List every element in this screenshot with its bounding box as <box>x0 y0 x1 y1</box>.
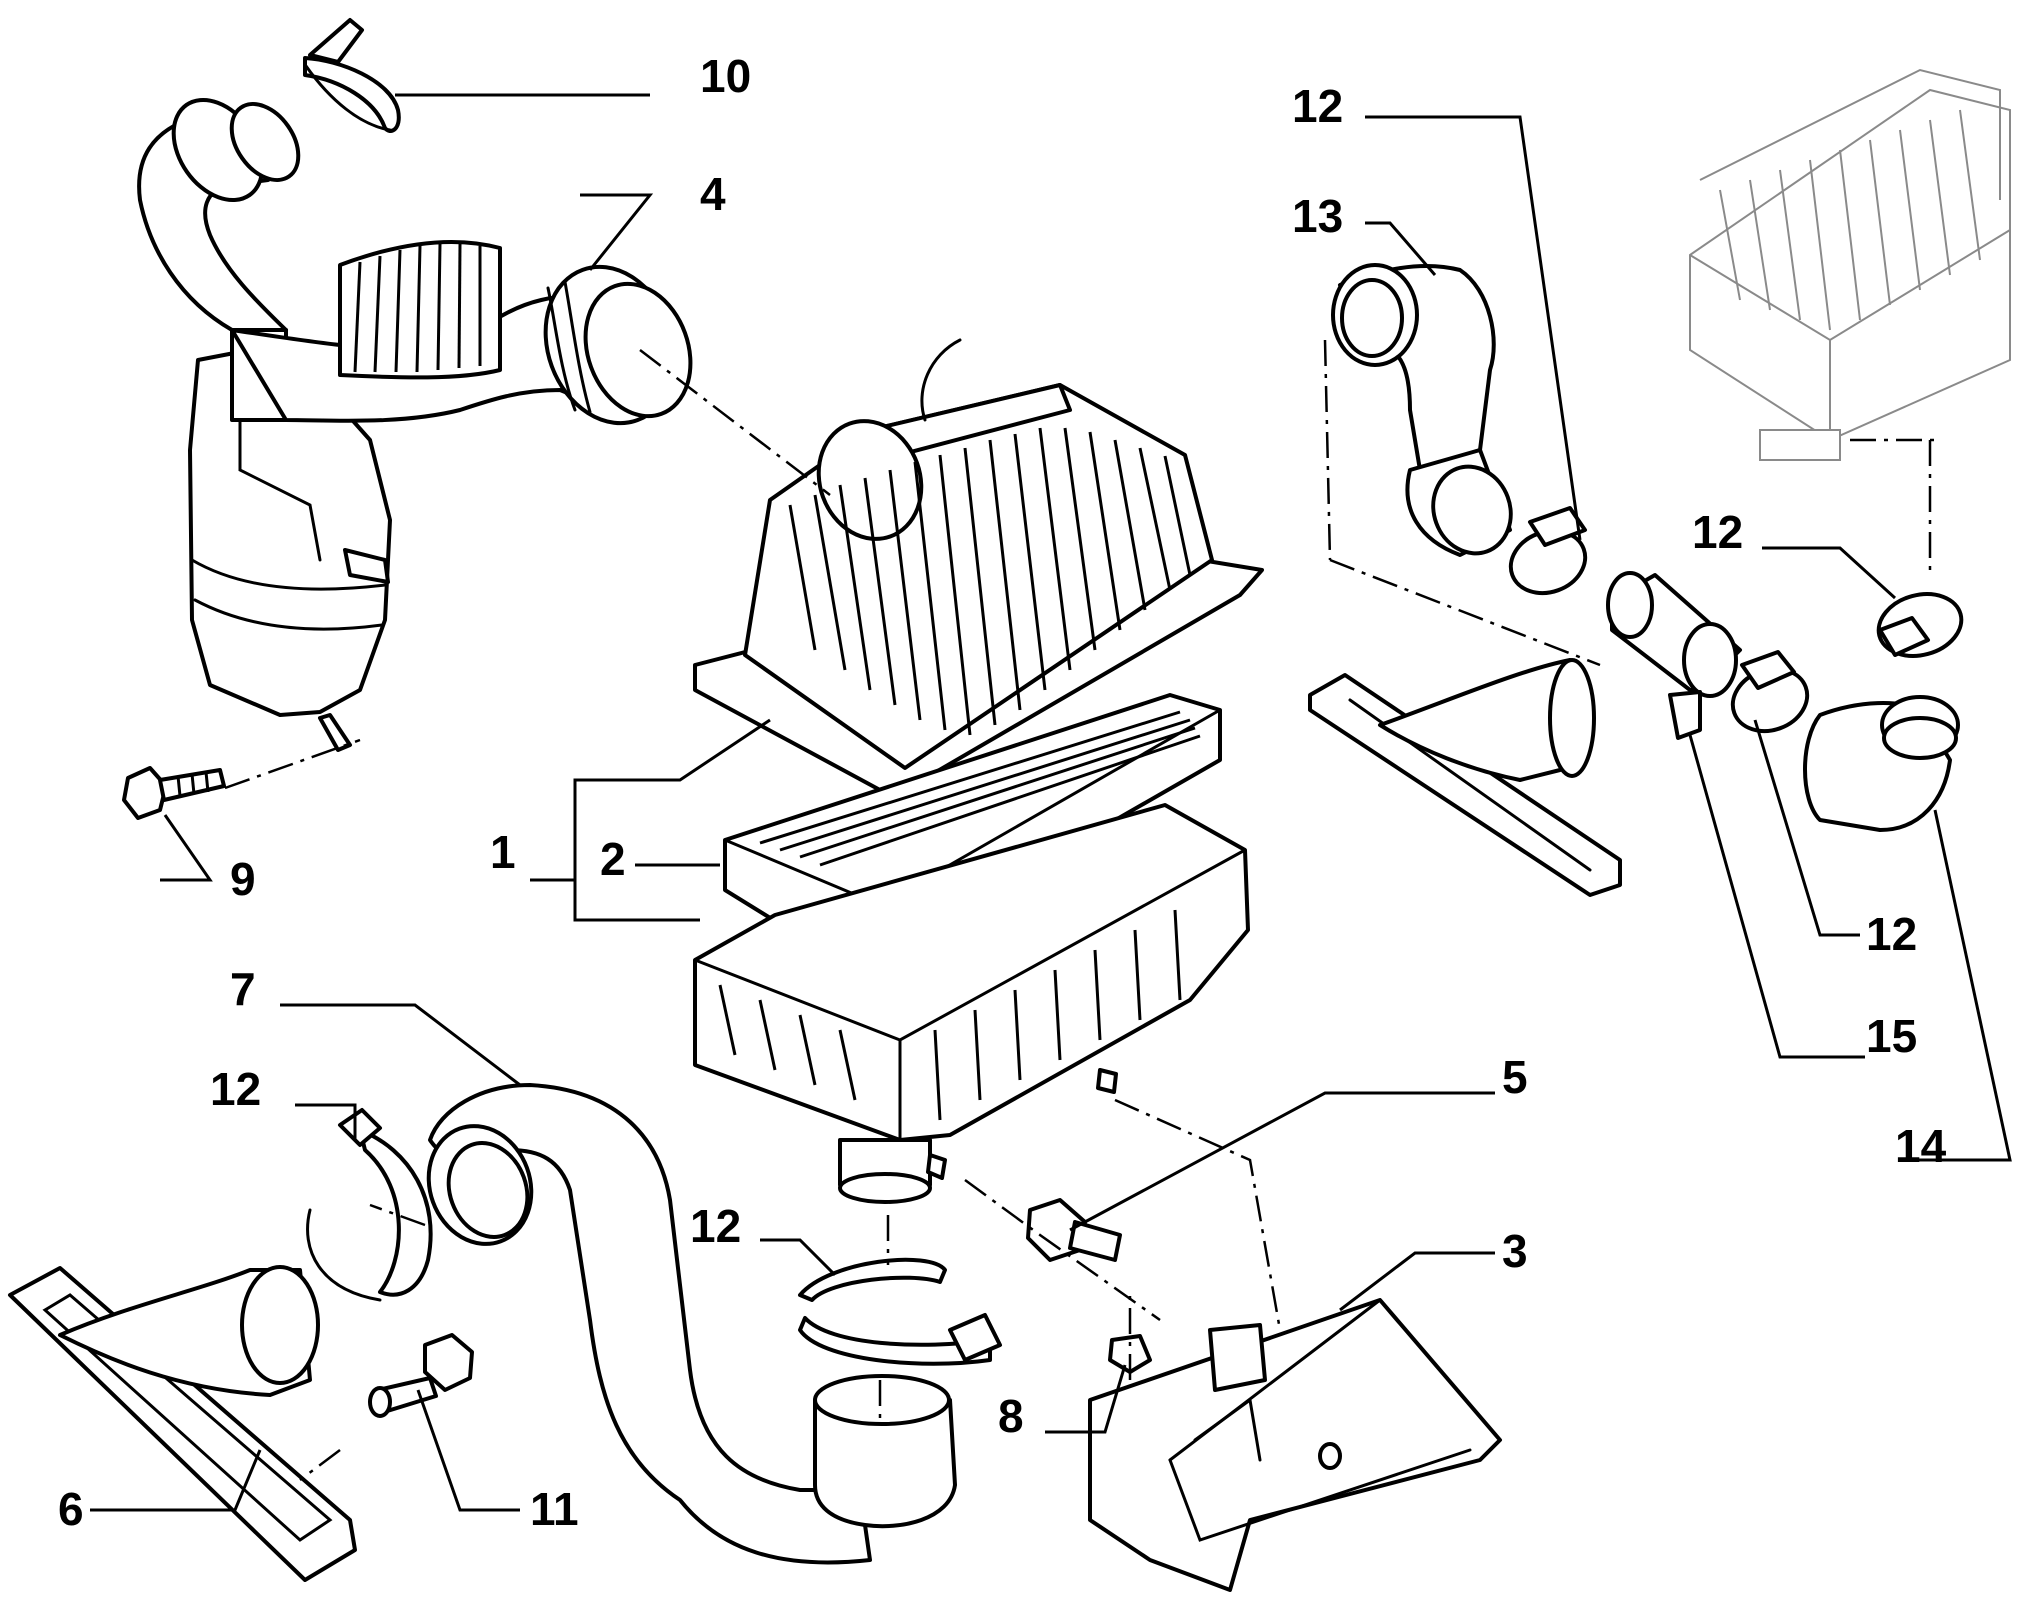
bellows-6 <box>8 1265 357 1582</box>
callout-13: 13 <box>1292 190 1343 242</box>
callout-12-right-lower: 12 <box>1866 908 1917 960</box>
callout-7: 7 <box>230 963 256 1015</box>
bellows-right <box>1308 658 1622 897</box>
elbow-hose-13 <box>1331 263 1513 557</box>
callout-12-bottom-center: 12 <box>690 1200 741 1252</box>
callout-numbers: 1 2 3 4 5 6 7 8 9 10 11 12 12 12 12 12 1… <box>58 50 1947 1535</box>
bolt-5 <box>1026 1198 1122 1262</box>
callout-12-top-right: 12 <box>1292 80 1343 132</box>
callout-5: 5 <box>1502 1051 1528 1103</box>
air-intake-hose <box>171 97 693 426</box>
callout-12-bottom-left: 12 <box>210 1063 261 1115</box>
callout-4: 4 <box>700 168 726 220</box>
callout-1: 1 <box>490 826 516 878</box>
bolt-9 <box>122 766 226 820</box>
air-flow-sensor-15 <box>1606 571 1742 740</box>
callout-14: 14 <box>1895 1120 1947 1172</box>
callout-15: 15 <box>1866 1010 1917 1062</box>
support-bracket-3 <box>1088 1298 1502 1592</box>
callout-12-right-upper: 12 <box>1692 506 1743 558</box>
callout-6: 6 <box>58 1483 84 1535</box>
callout-10: 10 <box>700 50 751 102</box>
callout-leaders <box>90 93 2012 1512</box>
callout-2: 2 <box>600 833 626 885</box>
callout-8: 8 <box>998 1390 1024 1442</box>
hose-clamp-12-right-top <box>1876 592 1964 658</box>
filter-housing-base <box>693 803 1250 1204</box>
hose-clamp <box>303 18 401 133</box>
callout-11: 11 <box>530 1483 579 1535</box>
bolt-11 <box>368 1333 474 1418</box>
filter-housing-cover <box>693 338 1264 792</box>
callout-9: 9 <box>230 853 256 905</box>
elbow-hose-14 <box>1803 695 1960 832</box>
hose-clamp-12-right-middle <box>1730 650 1810 734</box>
callout-3: 3 <box>1502 1225 1528 1277</box>
assembly-centerlines <box>224 339 1940 1481</box>
hose-clamp-12-bottom-left <box>306 1108 433 1302</box>
resonator-box <box>188 348 392 752</box>
hose-clamp-12-right-upper <box>1508 506 1588 596</box>
ghost-filter-housing <box>1689 68 2011 461</box>
hose-clamp-12-bottom-center <box>798 1257 1002 1366</box>
intake-duct-7 <box>426 1083 957 1565</box>
